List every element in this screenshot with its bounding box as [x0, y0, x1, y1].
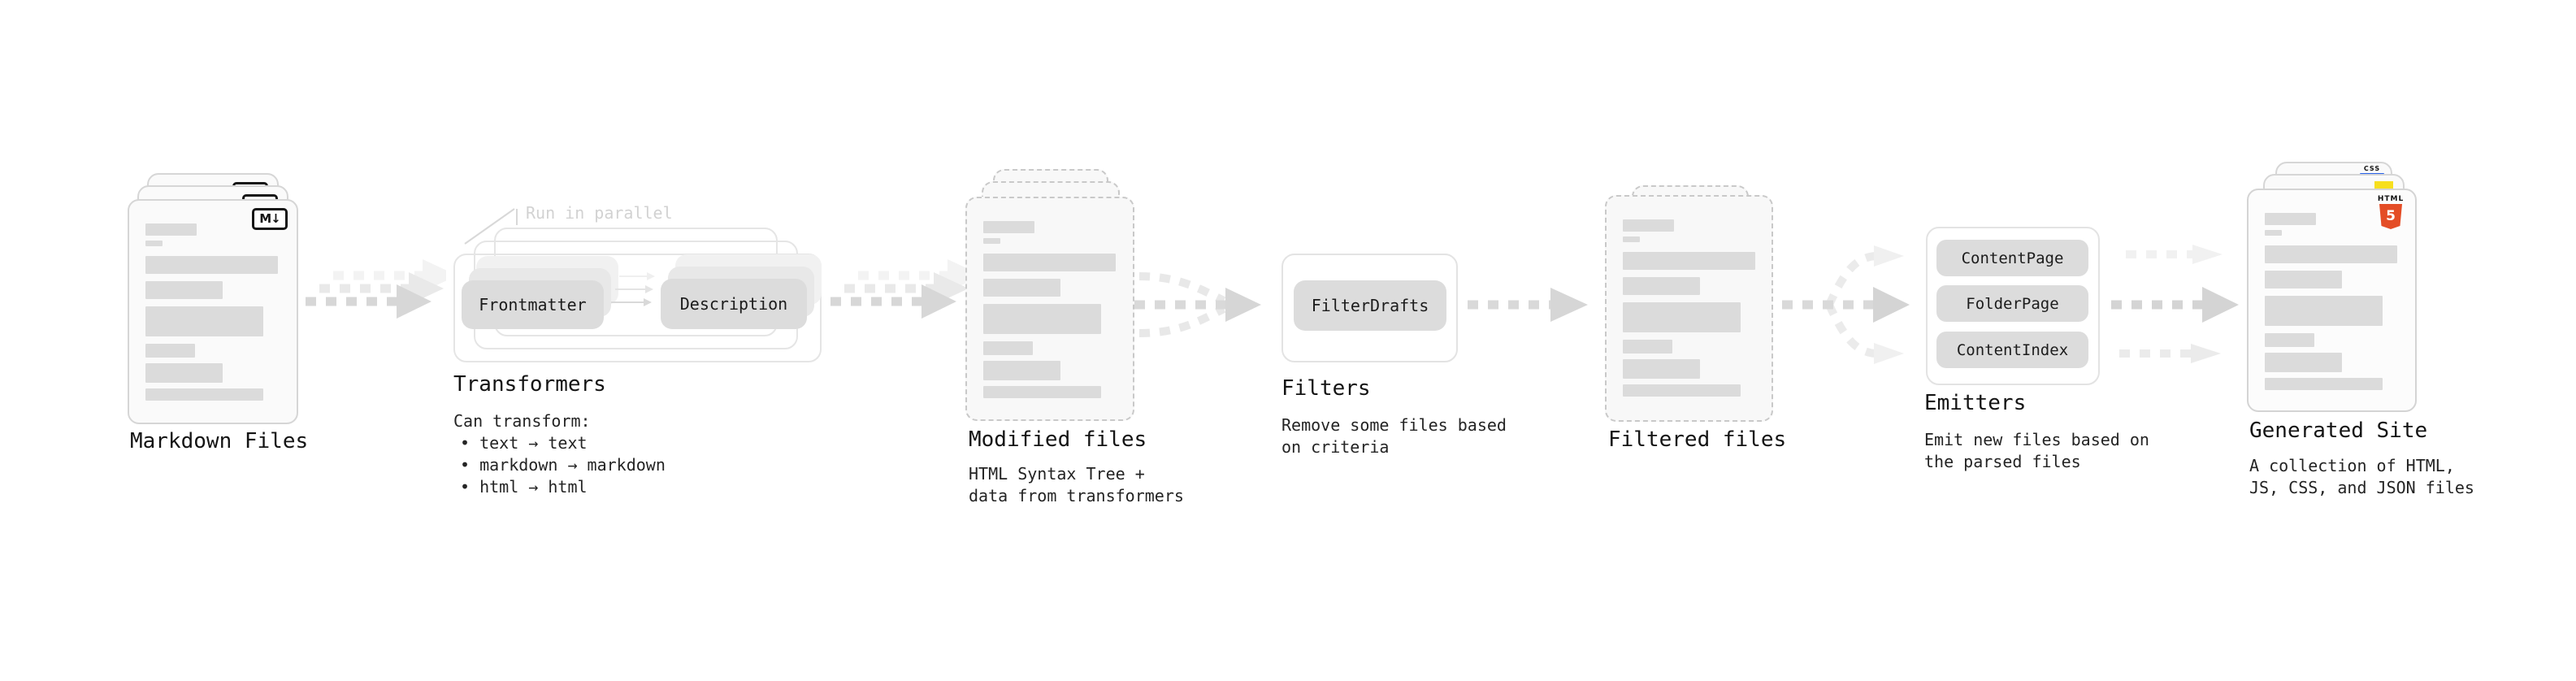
transformers-subtitle: Can transform:	[453, 411, 591, 431]
description-pill: Description	[661, 279, 807, 329]
generated-site-label: Generated Site	[2249, 419, 2428, 443]
folderpage-pill: FolderPage	[1936, 285, 2088, 322]
html-file-card-front: HTML 5	[2247, 189, 2417, 412]
placeholder-text-lines	[967, 198, 1133, 398]
subtitle-line: the parsed files	[1924, 452, 2081, 471]
run-in-parallel-annotation: Run in parallel	[526, 203, 673, 223]
placeholder-text-lines	[1607, 197, 1772, 397]
arrow-markdown-to-transformers	[306, 259, 446, 319]
filtered-file-card-front	[1605, 195, 1773, 422]
transformers-bullet-list: • text → text • markdown → markdown • ht…	[460, 432, 666, 498]
html5-shield: 5	[2379, 204, 2402, 229]
bullet-item: • html → html	[460, 477, 588, 497]
filtered-files-stack	[1605, 185, 1773, 422]
arrows-emitters-to-site	[2111, 245, 2239, 363]
markdown-icon: M↓	[252, 208, 288, 230]
subtitle-line: JS, CSS, and JSON files	[2249, 478, 2474, 497]
modified-files-label: Modified files	[969, 427, 1147, 452]
contentindex-pill: ContentIndex	[1936, 332, 2088, 368]
placeholder-text-lines	[129, 201, 297, 401]
parallel-mini-arrows	[611, 272, 655, 306]
filters-label: Filters	[1281, 376, 1371, 401]
transformer-box-front	[453, 254, 822, 362]
subtitle-line: on criteria	[1281, 437, 1390, 457]
generated-site-stack: CSS HTML 5	[2247, 162, 2417, 412]
markdown-files-stack: M↓ M↓ M↓	[128, 173, 298, 424]
transformers-label: Transformers	[453, 372, 606, 397]
filters-box: FilterDrafts	[1281, 254, 1458, 362]
subtitle-line: Emit new files based on	[1924, 430, 2149, 449]
subtitle-line: Remove some files based	[1281, 415, 1507, 435]
modified-files-subtitle: HTML Syntax Tree + data from transformer…	[969, 463, 1184, 507]
emitters-box: ContentPage FolderPage ContentIndex	[1926, 227, 2100, 385]
contentpage-pill: ContentPage	[1936, 240, 2088, 276]
frontmatter-pill: Frontmatter	[462, 280, 604, 329]
markdown-files-label: Markdown Files	[130, 429, 309, 453]
filterdrafts-pill: FilterDrafts	[1294, 280, 1446, 331]
emitters-subtitle: Emit new files based on the parsed files	[1924, 429, 2149, 473]
html5-icon-text: HTML	[2377, 195, 2405, 203]
bullet-item: • text → text	[460, 433, 588, 453]
placeholder-text-lines	[2249, 190, 2415, 390]
css-icon-text: CSS	[2363, 165, 2381, 172]
html5-icon: HTML 5	[2374, 195, 2408, 229]
subtitle-line: A collection of HTML,	[2249, 456, 2455, 475]
markdown-file-card-front: M↓	[128, 199, 298, 424]
arrow-transformers-to-modified	[830, 259, 971, 319]
filtered-files-label: Filtered files	[1608, 427, 1787, 452]
arrow-filters-to-filtered	[1468, 288, 1588, 322]
generated-site-subtitle: A collection of HTML, JS, CSS, and JSON …	[2249, 455, 2474, 499]
emitters-label: Emitters	[1924, 391, 2027, 415]
subtitle-line: HTML Syntax Tree +	[969, 464, 1145, 484]
run-in-parallel-callout-line	[464, 208, 518, 245]
subtitle-line: data from transformers	[969, 486, 1184, 505]
filters-subtitle: Remove some files based on criteria	[1281, 414, 1507, 458]
modified-files-stack	[965, 169, 1134, 421]
bullet-item: • markdown → markdown	[460, 455, 666, 475]
arrow-filtered-to-emitters-diverge	[1782, 245, 1910, 364]
arrow-modified-to-filters-converge	[1134, 272, 1261, 337]
modified-file-card-front	[965, 197, 1134, 421]
